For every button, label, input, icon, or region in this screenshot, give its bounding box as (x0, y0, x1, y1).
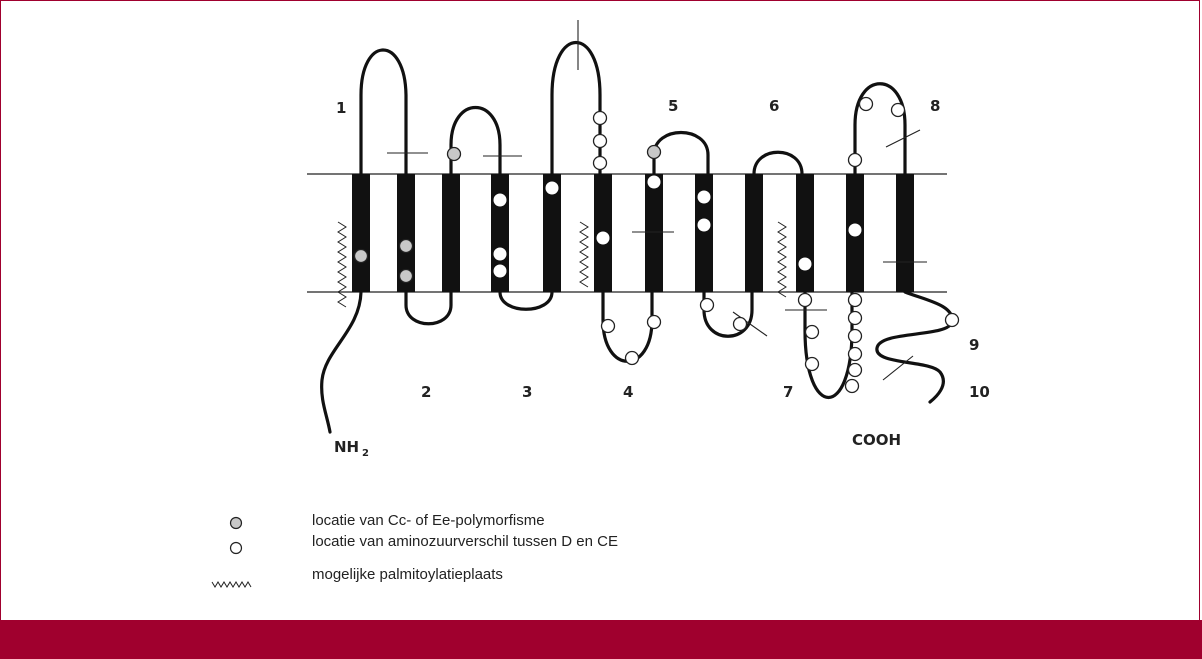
label-7: 7 (783, 383, 793, 401)
legend-text: locatie van Cc- of Ee-polymorfisme (312, 512, 545, 529)
amino-acid-difference-site (849, 224, 862, 237)
amino-acid-difference-site (946, 314, 959, 327)
amino-acid-difference-site (594, 157, 607, 170)
transmembrane-segment (645, 174, 663, 292)
amino-acid-difference-site (698, 219, 711, 232)
white-circle-icon (225, 537, 255, 559)
n-terminal-tail (322, 292, 361, 432)
amino-acid-difference-site (648, 316, 661, 329)
label-10: 10 (969, 383, 990, 401)
loop-bottom-5 (704, 292, 752, 336)
legend-text: mogelijke palmitoylatieplaats (312, 566, 503, 583)
label-6: 6 (769, 97, 779, 115)
legend-text: locatie van aminozuurverschil tussen D e… (312, 533, 618, 550)
polymorphism-site (648, 146, 661, 159)
label-5: 5 (668, 97, 678, 115)
accent-bar (0, 620, 1202, 659)
polymorphism-site (448, 148, 461, 161)
label-3: 3 (522, 383, 532, 401)
label-4: 4 (623, 383, 633, 401)
amino-acid-difference-site (860, 98, 873, 111)
loop-3-top (451, 108, 500, 175)
loop-3 (500, 292, 552, 309)
transmembrane-segment (896, 174, 914, 292)
amino-acid-difference-site (494, 265, 507, 278)
loop-top-3 (552, 43, 600, 175)
amino-acid-difference-site (648, 176, 661, 189)
transmembrane-segment (796, 174, 814, 292)
label-9: 9 (969, 336, 979, 354)
amino-acid-difference-site (626, 352, 639, 365)
zigzag-icon (338, 222, 346, 307)
c-terminus-label: COOH (852, 431, 901, 449)
amino-acid-difference-site (892, 104, 905, 117)
zigzag-icon (778, 222, 786, 297)
amino-acid-difference-site (799, 294, 812, 307)
loop-2 (406, 292, 451, 324)
amino-acid-difference-site (849, 154, 862, 167)
amino-acid-difference-site (849, 348, 862, 361)
amino-acid-difference-site (602, 320, 615, 333)
n-terminus-subscript: 2 (362, 448, 369, 459)
amino-acid-difference-site (594, 112, 607, 125)
zigzag-icon (210, 572, 260, 594)
transmembrane-segment (745, 174, 763, 292)
n-terminus-label: NH (334, 438, 359, 456)
amino-acid-difference-site (734, 318, 747, 331)
zigzag-icon (580, 222, 588, 287)
amino-acid-difference-site (849, 330, 862, 343)
amino-acid-difference-site (849, 364, 862, 377)
amino-acid-difference-site (846, 380, 859, 393)
transmembrane-segments (352, 174, 914, 292)
transmembrane-segment (442, 174, 460, 292)
loop-1 (361, 50, 406, 174)
polymorphism-site (400, 240, 413, 253)
loop-8 (855, 84, 905, 174)
amino-acid-difference-site (806, 358, 819, 371)
transmembrane-segment (352, 174, 370, 292)
amino-acid-difference-site (546, 182, 559, 195)
loop-6 (754, 152, 802, 174)
amino-acid-difference-site (594, 135, 607, 148)
amino-acid-difference-site (799, 258, 812, 271)
amino-acid-difference-site (494, 194, 507, 207)
label-1: 1 (336, 99, 346, 117)
amino-acid-difference-site (849, 294, 862, 307)
membrane-topology-diagram: 1 2 3 4 5 6 7 8 9 10 NH 2 COOH (0, 0, 1202, 620)
label-8: 8 (930, 97, 940, 115)
amino-acid-difference-site (597, 232, 610, 245)
amino-acid-difference-site (849, 312, 862, 325)
loop-5 (654, 133, 708, 175)
amino-acid-difference-site (698, 191, 711, 204)
polymorphism-site (355, 250, 368, 263)
polymorphism-site (400, 270, 413, 283)
amino-acid-difference-site (701, 299, 714, 312)
grey-circle-icon (225, 512, 255, 534)
c-terminal-tail (877, 292, 952, 402)
amino-acid-difference-site (494, 248, 507, 261)
amino-acid-difference-site (806, 326, 819, 339)
loop-7 (805, 292, 852, 398)
label-2: 2 (421, 383, 431, 401)
